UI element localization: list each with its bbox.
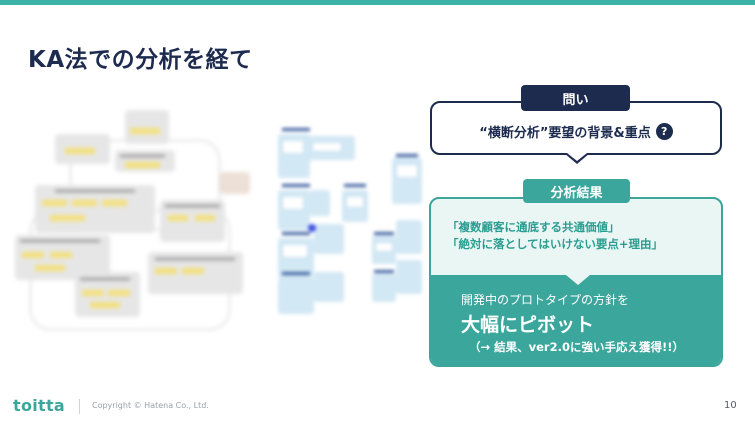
conclusion-notch — [566, 275, 590, 285]
question-text: “横断分析”要望の背景&重点 — [479, 125, 651, 141]
conclusion-panel — [431, 275, 721, 365]
conclusion-main: 大幅にピボット — [461, 314, 595, 336]
result-label: 分析結果 — [523, 179, 630, 203]
ka-map-illustration — [10, 100, 260, 330]
top-accent-bar — [0, 0, 755, 5]
question-icon: ? — [655, 122, 673, 140]
prototype-illustration — [272, 120, 422, 320]
result-line-1: 「複数顧客に通底する共通価値」 — [447, 220, 620, 234]
question-label: 問い — [521, 85, 630, 111]
down-arrow-inner — [567, 153, 587, 161]
result-box: 「複数顧客に通底する共通価値」 「絶対に落としてはいけない要点+理由」 開発中の… — [429, 197, 723, 367]
page-number: 10 — [724, 400, 737, 411]
copyright-text: Copyright © Hatena Co., Ltd. — [92, 401, 209, 410]
slide-title: KA法での分析を経て — [28, 47, 253, 73]
conclusion-intro: 開発中のプロトタイプの方針を — [461, 293, 630, 307]
toitta-logo: toitta — [13, 396, 66, 415]
result-line-2: 「絶対に落としてはいけない要点+理由」 — [447, 237, 664, 251]
conclusion-note: （→ 結果、ver2.0に強い手応え獲得!!） — [469, 340, 684, 354]
footer-divider — [79, 399, 80, 414]
